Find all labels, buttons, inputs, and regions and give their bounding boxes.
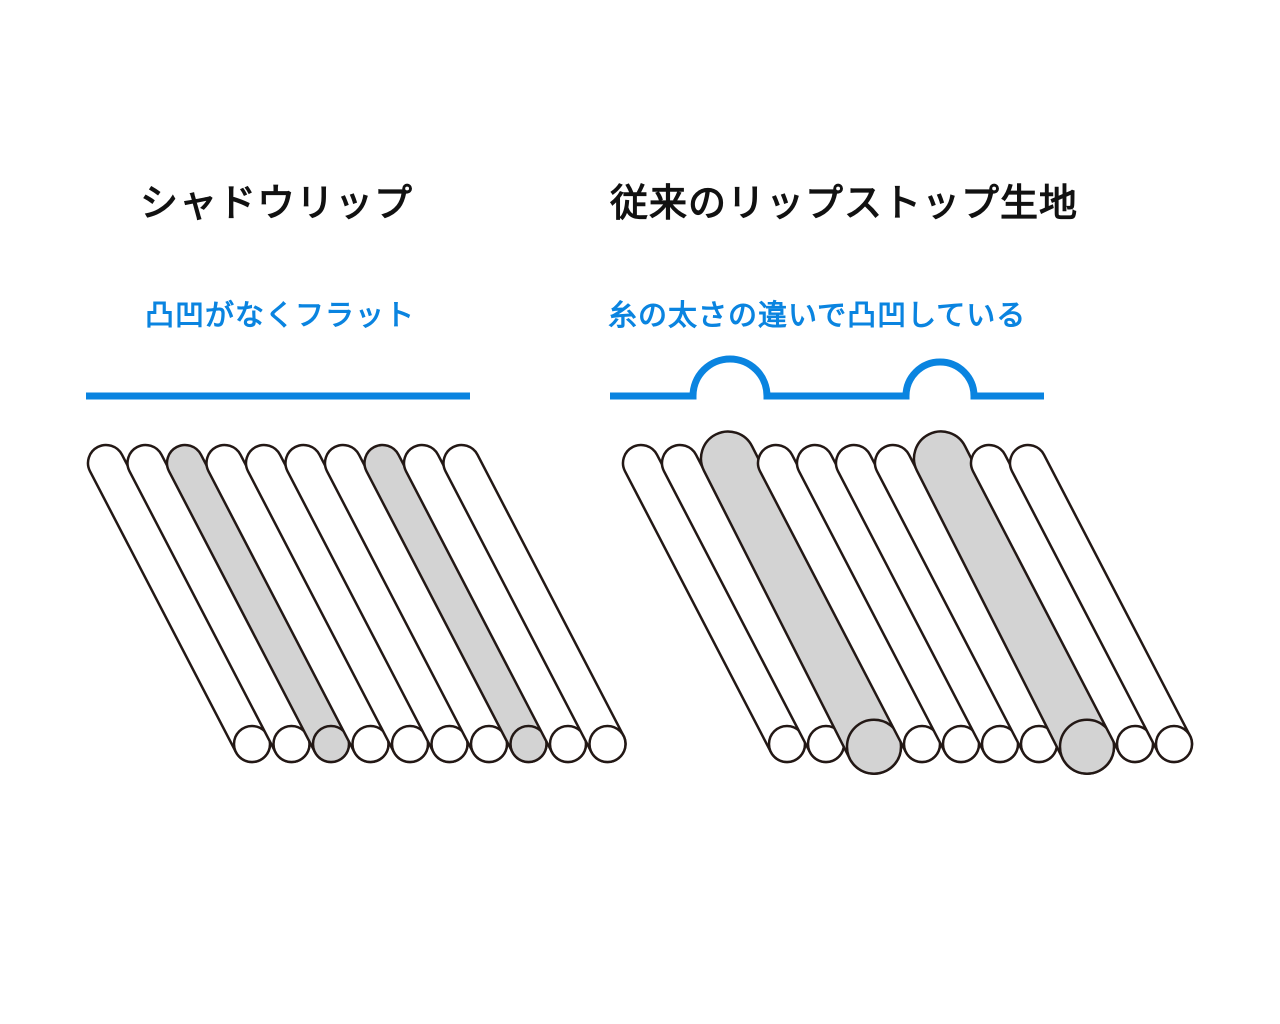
right-yarn-8-end [1058,718,1116,775]
right-yarn-8 [912,430,1116,775]
left-yarn-group [86,443,627,764]
right-yarn-10-end [1154,724,1194,764]
bumpy-surface-profile-line [610,355,1044,400]
right-panel-subtitle: 糸の太さの違いで凸凹している [608,298,1027,332]
left-panel-subtitle: 凸凹がなくフラット [145,298,416,332]
right-panel-title: 従来のリップストップ生地 [610,181,1079,225]
right-yarn-10 [1008,444,1194,764]
right-yarn-group [621,430,1194,775]
left-yarn-10 [442,443,627,764]
left-yarn-10-end [588,724,627,764]
left-panel-title: シャドウリップ [140,181,414,225]
right-yarn-6 [834,443,1020,764]
right-yarn-3-end [845,718,903,775]
